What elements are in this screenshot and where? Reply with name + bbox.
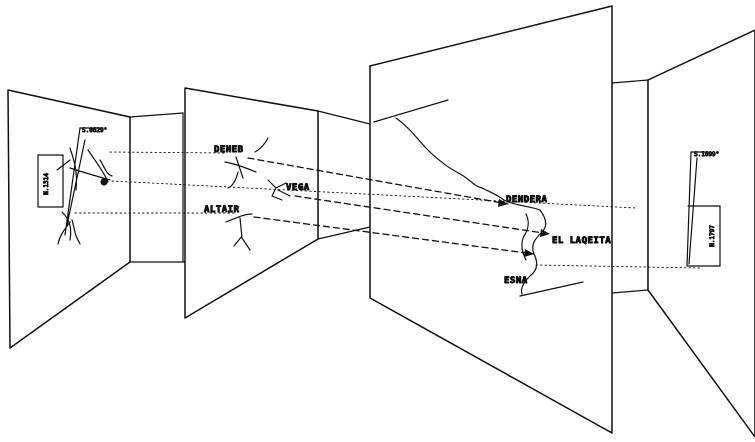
panel-4: S.1699° N.1797 xyxy=(647,29,755,438)
place-label-esna: ESNA xyxy=(504,276,528,286)
place-label-el-laqeita: EL LAQEITA xyxy=(552,236,611,246)
star-label-altair: ALTAIR xyxy=(204,205,240,215)
arrowheads xyxy=(498,199,550,257)
panel-1: S.0629° N.1314 xyxy=(7,89,131,349)
place-label-dendera: DENDERA xyxy=(506,195,548,205)
dotted-sight-lines xyxy=(74,151,701,269)
panel-4-side-label: N.1797 xyxy=(709,225,716,247)
corridor-3-4 xyxy=(611,79,649,294)
panel-1-side-label: N.1314 xyxy=(43,173,50,195)
corridor-2-3 xyxy=(317,110,371,240)
panel-2: DENEB VEGA ALTAIR xyxy=(184,87,319,319)
panel-2-star-sketches xyxy=(224,137,291,251)
star-label-deneb: DENEB xyxy=(214,145,244,155)
panel-3: DENDERA EL LAQEITA ESNA xyxy=(369,5,613,434)
panel-1-angle-label: S.0629° xyxy=(82,127,107,134)
panel-3-river xyxy=(373,99,584,297)
star-label-vega: VEGA xyxy=(286,183,310,193)
panel-2-frame xyxy=(184,87,319,319)
panel-4-sketch xyxy=(686,151,721,267)
corridor-1-2 xyxy=(129,112,186,263)
panel-1-sketch xyxy=(37,127,113,245)
panel-4-frame xyxy=(647,29,755,438)
panel-3-frame xyxy=(369,5,613,434)
dashed-alignment-lines xyxy=(247,157,551,255)
panel-1-frame xyxy=(7,89,131,349)
panel-4-angle-label: S.1699° xyxy=(694,151,719,158)
